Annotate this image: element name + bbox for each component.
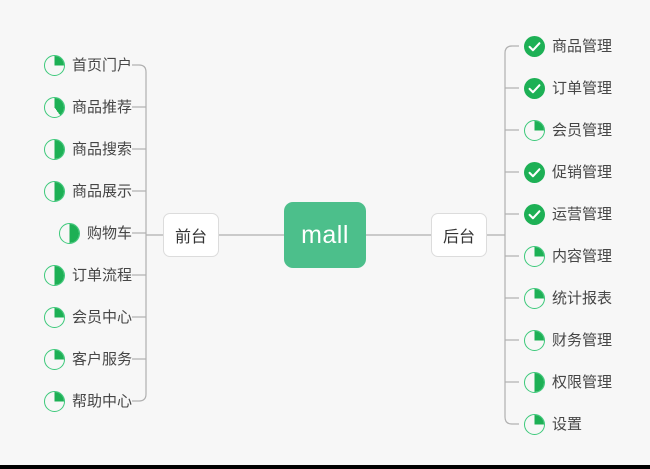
branch-node-front[interactable]: 前台 [163, 213, 219, 257]
leaf-item-label: 商品搜索 [71, 140, 132, 158]
leaf-item[interactable]: 会员管理 [524, 117, 612, 143]
check-circle-icon [524, 203, 545, 225]
leaf-item-label: 商品展示 [71, 182, 132, 200]
pie-progress-icon [43, 264, 65, 286]
leaf-item-label: 订单管理 [552, 79, 613, 97]
leaf-item-label: 内容管理 [552, 247, 613, 265]
pie-progress-fill [44, 55, 64, 75]
leaf-item[interactable]: 财务管理 [524, 327, 612, 353]
pie-progress-fill [44, 307, 64, 327]
pie-progress-fill [525, 372, 544, 392]
leaf-item-label: 会员中心 [71, 308, 132, 326]
pie-progress-icon [524, 413, 545, 435]
leaf-item-label: 财务管理 [552, 331, 613, 349]
leaf-item[interactable]: 设置 [524, 411, 582, 437]
leaf-item[interactable]: 会员中心 [43, 304, 132, 330]
leaf-item[interactable]: 促销管理 [524, 159, 612, 185]
branch-front-label: 前台 [174, 229, 207, 246]
pie-progress-icon [43, 348, 65, 370]
leaf-item-label: 购物车 [86, 224, 132, 242]
check-circle-icon [524, 35, 545, 57]
leaf-item-label: 权限管理 [552, 373, 613, 391]
pie-progress-fill [44, 181, 64, 201]
pie-progress-icon [43, 306, 65, 328]
branch-spine-front [138, 64, 147, 402]
pie-progress-icon [524, 119, 545, 141]
pie-progress-icon [43, 138, 65, 160]
leaf-item-label: 促销管理 [552, 163, 613, 181]
pie-progress-icon [524, 371, 545, 393]
pie-progress-fill [44, 265, 64, 285]
pie-progress-icon [43, 390, 65, 412]
pie-progress-fill [44, 139, 64, 159]
pie-progress-icon [43, 96, 65, 118]
leaf-item[interactable]: 运营管理 [524, 201, 612, 227]
leaf-item-label: 商品管理 [552, 37, 613, 55]
leaf-item[interactable]: 内容管理 [524, 243, 612, 269]
pie-progress-icon [524, 245, 545, 267]
leaf-item-label: 统计报表 [552, 289, 613, 307]
leaf-item-label: 帮助中心 [71, 392, 132, 410]
center-node-label: mall [301, 220, 349, 249]
leaf-item-label: 订单流程 [71, 266, 132, 284]
leaf-item-label: 会员管理 [552, 121, 613, 139]
leaf-item[interactable]: 商品管理 [524, 33, 612, 59]
leaf-item-label: 客户服务 [71, 350, 132, 368]
leaf-item[interactable]: 商品展示 [43, 178, 132, 204]
pie-progress-fill [525, 120, 544, 140]
leaf-item[interactable]: 帮助中心 [43, 388, 132, 414]
pie-progress-fill [44, 97, 64, 117]
pie-progress-fill [59, 223, 79, 243]
leaf-item-label: 设置 [552, 415, 583, 433]
leaf-item[interactable]: 购物车 [58, 220, 132, 246]
pie-progress-icon [524, 329, 545, 351]
leaf-item[interactable]: 商品搜索 [43, 136, 132, 162]
leaf-item[interactable]: 统计报表 [524, 285, 612, 311]
branch-node-back[interactable]: 后台 [431, 213, 487, 257]
branch-back-label: 后台 [442, 229, 475, 246]
leaf-item[interactable]: 首页门户 [43, 52, 132, 78]
branch-spine-back [504, 45, 513, 425]
pie-progress-fill [44, 391, 64, 411]
bottom-edge-strip [0, 465, 650, 469]
leaf-item[interactable]: 商品推荐 [43, 94, 132, 120]
pie-progress-fill [525, 246, 544, 266]
pie-progress-icon [43, 180, 65, 202]
leaf-item-label: 首页门户 [71, 56, 132, 74]
leaf-item[interactable]: 订单管理 [524, 75, 612, 101]
leaf-item[interactable]: 权限管理 [524, 369, 612, 395]
pie-progress-icon [58, 222, 80, 244]
pie-progress-icon [524, 287, 545, 309]
leaf-item[interactable]: 订单流程 [43, 262, 132, 288]
pie-progress-fill [525, 414, 544, 434]
pie-progress-fill [525, 288, 544, 308]
check-circle-icon [524, 161, 545, 183]
pie-progress-icon [43, 54, 65, 76]
pie-progress-fill [525, 330, 544, 350]
pie-progress-fill [44, 349, 64, 369]
leaf-item[interactable]: 客户服务 [43, 346, 132, 372]
leaf-item-label: 运营管理 [552, 205, 613, 223]
center-node-mall[interactable]: mall [284, 202, 366, 268]
check-circle-icon [524, 77, 545, 99]
leaf-item-label: 商品推荐 [71, 98, 132, 116]
